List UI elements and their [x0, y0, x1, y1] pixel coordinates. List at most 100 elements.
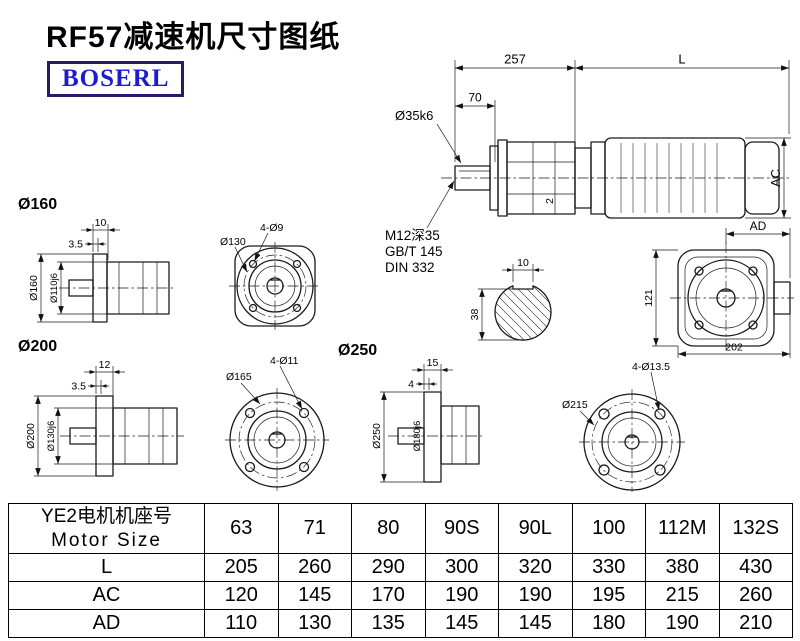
dia-250: Ø250 — [371, 423, 383, 449]
gearmotor-side-view: 257 L 70 Ø35k6 AC 2 M12深35 GB/T 145 DIN … — [385, 52, 792, 275]
row-label-AD: AD — [8, 609, 205, 638]
value-AD-100: 180 — [571, 609, 646, 638]
dim-12: 12 — [99, 359, 111, 371]
ad-view-dim-lines — [652, 228, 791, 358]
boltcircle215-outline — [579, 389, 685, 492]
flange160-dim-lines — [37, 224, 120, 323]
flange250-dim-lines — [380, 364, 453, 483]
holes-4d11-label: 4-Ø11 — [270, 355, 299, 367]
value-AC-132s: 260 — [718, 581, 793, 610]
boltcircle165-front-view: 4-Ø11 Ø165 — [225, 355, 329, 491]
holes-4d9-label: 4-Ø9 — [260, 222, 284, 234]
shaft-key-section: 10 38 — [469, 257, 552, 341]
boltcircle215-front-view: 4-Ø13.5 Ø215 — [562, 361, 685, 492]
table-header-row: YE2电机机座号 Motor Size 63 71 80 90S 90L 100… — [8, 503, 793, 554]
motor-size-header-cell: YE2电机机座号 Motor Size — [8, 503, 205, 554]
value-AD-63: 110 — [204, 609, 279, 638]
dim-121: 121 — [643, 289, 655, 307]
section-label-flange200: Ø200 — [18, 338, 58, 355]
motor-size-label-cn: YE2电机机座号 — [41, 505, 172, 527]
dim-L: L — [678, 52, 685, 67]
dia-130j6: Ø130j6 — [46, 421, 57, 452]
table-row-L: L 205 260 290 300 320 330 380 430 — [8, 553, 793, 582]
gearmotor-outline — [441, 137, 792, 219]
dim-3-5: 3.5 — [71, 381, 86, 393]
frame-size-112m: 112M — [645, 503, 720, 554]
dim-AD: AD — [750, 219, 767, 233]
value-L-71: 260 — [277, 553, 352, 582]
value-AC-112m: 215 — [645, 581, 720, 610]
table-row-AD: AD 110 130 135 145 145 180 190 210 — [8, 609, 793, 638]
dim-257: 257 — [504, 52, 526, 67]
section-label-flange250: Ø250 — [338, 342, 378, 359]
holes-4d13-5-label: 4-Ø13.5 — [632, 361, 670, 373]
fan-cowl — [744, 141, 780, 215]
value-L-132s: 430 — [718, 553, 793, 582]
boltcircle-130-label: Ø130 — [220, 236, 246, 248]
key-width-label: 10 — [517, 257, 529, 269]
value-AC-90s: 190 — [424, 581, 499, 610]
brand-logo-box: BOSERL — [47, 61, 185, 97]
boltcircle130-front-view: 4-Ø9 Ø130 — [220, 222, 321, 330]
frame-size-63: 63 — [204, 503, 279, 554]
motor-size-table: YE2电机机座号 Motor Size 63 71 80 90S 90L 100… — [8, 503, 793, 638]
value-AD-80: 135 — [351, 609, 426, 638]
boltcircle130-leaders — [234, 232, 269, 273]
row-label-L: L — [8, 553, 205, 582]
value-AC-71: 145 — [277, 581, 352, 610]
key-depth-label: 38 — [469, 309, 481, 321]
value-L-90s: 300 — [424, 553, 499, 582]
value-AD-90s: 145 — [424, 609, 499, 638]
value-AD-112m: 190 — [645, 609, 720, 638]
frame-size-80: 80 — [351, 503, 426, 554]
dia-110j6: Ø110j6 — [49, 273, 60, 303]
dim-15: 15 — [427, 357, 439, 369]
value-L-100: 330 — [571, 553, 646, 582]
value-L-90l: 320 — [498, 553, 573, 582]
flange200-outline — [60, 395, 184, 477]
boltcircle165-outline — [225, 388, 329, 491]
key-section-dim-lines — [478, 264, 544, 341]
dim-2: 2 — [544, 198, 556, 204]
frame-size-132s: 132S — [718, 503, 793, 554]
section-label-flange160: Ø160 — [18, 196, 58, 213]
thread-note: M12深35 — [385, 228, 440, 243]
shaft-diameter-label: Ø35k6 — [395, 108, 433, 123]
flange200-dim-lines — [34, 366, 125, 477]
value-AD-132s: 210 — [718, 609, 793, 638]
value-L-63: 205 — [204, 553, 279, 582]
flange250-side-view: 15 4 Ø250 Ø180j6 — [371, 357, 482, 483]
motor-fins — [620, 143, 718, 213]
dia-160: Ø160 — [28, 275, 40, 301]
value-L-112m: 380 — [645, 553, 720, 582]
side-view-dim-lines — [426, 60, 791, 229]
value-AC-90l: 190 — [498, 581, 573, 610]
frame-size-90l: 90L — [498, 503, 573, 554]
table-row-AC: AC 120 145 170 190 190 195 215 260 — [8, 581, 793, 610]
flange200-side-view: 12 3.5 Ø200 Ø130j6 — [25, 359, 184, 477]
dim-4: 4 — [408, 379, 414, 391]
ad-end-view: AD 121 202 — [643, 219, 794, 358]
standard-note-gbt: GB/T 145 — [385, 244, 443, 259]
frame-size-100: 100 — [571, 503, 646, 554]
brand-text: BOSERL — [62, 65, 170, 92]
dia-200: Ø200 — [25, 423, 37, 449]
dim-10: 10 — [95, 217, 107, 229]
boltcircle215-leaders — [579, 371, 661, 426]
boltcircle-165-label: Ø165 — [226, 371, 252, 383]
value-AD-90l: 145 — [498, 609, 573, 638]
frame-size-90s: 90S — [424, 503, 499, 554]
flange250-outline — [388, 391, 482, 483]
row-label-AC: AC — [8, 581, 205, 610]
frame-size-71: 71 — [277, 503, 352, 554]
value-AD-71: 130 — [277, 609, 352, 638]
value-AC-80: 170 — [351, 581, 426, 610]
flange160-outline — [59, 253, 176, 323]
value-L-80: 290 — [351, 553, 426, 582]
page-title: RF57减速机尺寸图纸 — [46, 21, 341, 54]
boltcircle165-leaders — [240, 365, 303, 410]
value-AC-63: 120 — [204, 581, 279, 610]
value-AC-100: 195 — [571, 581, 646, 610]
boltcircle130-outline — [229, 242, 321, 330]
